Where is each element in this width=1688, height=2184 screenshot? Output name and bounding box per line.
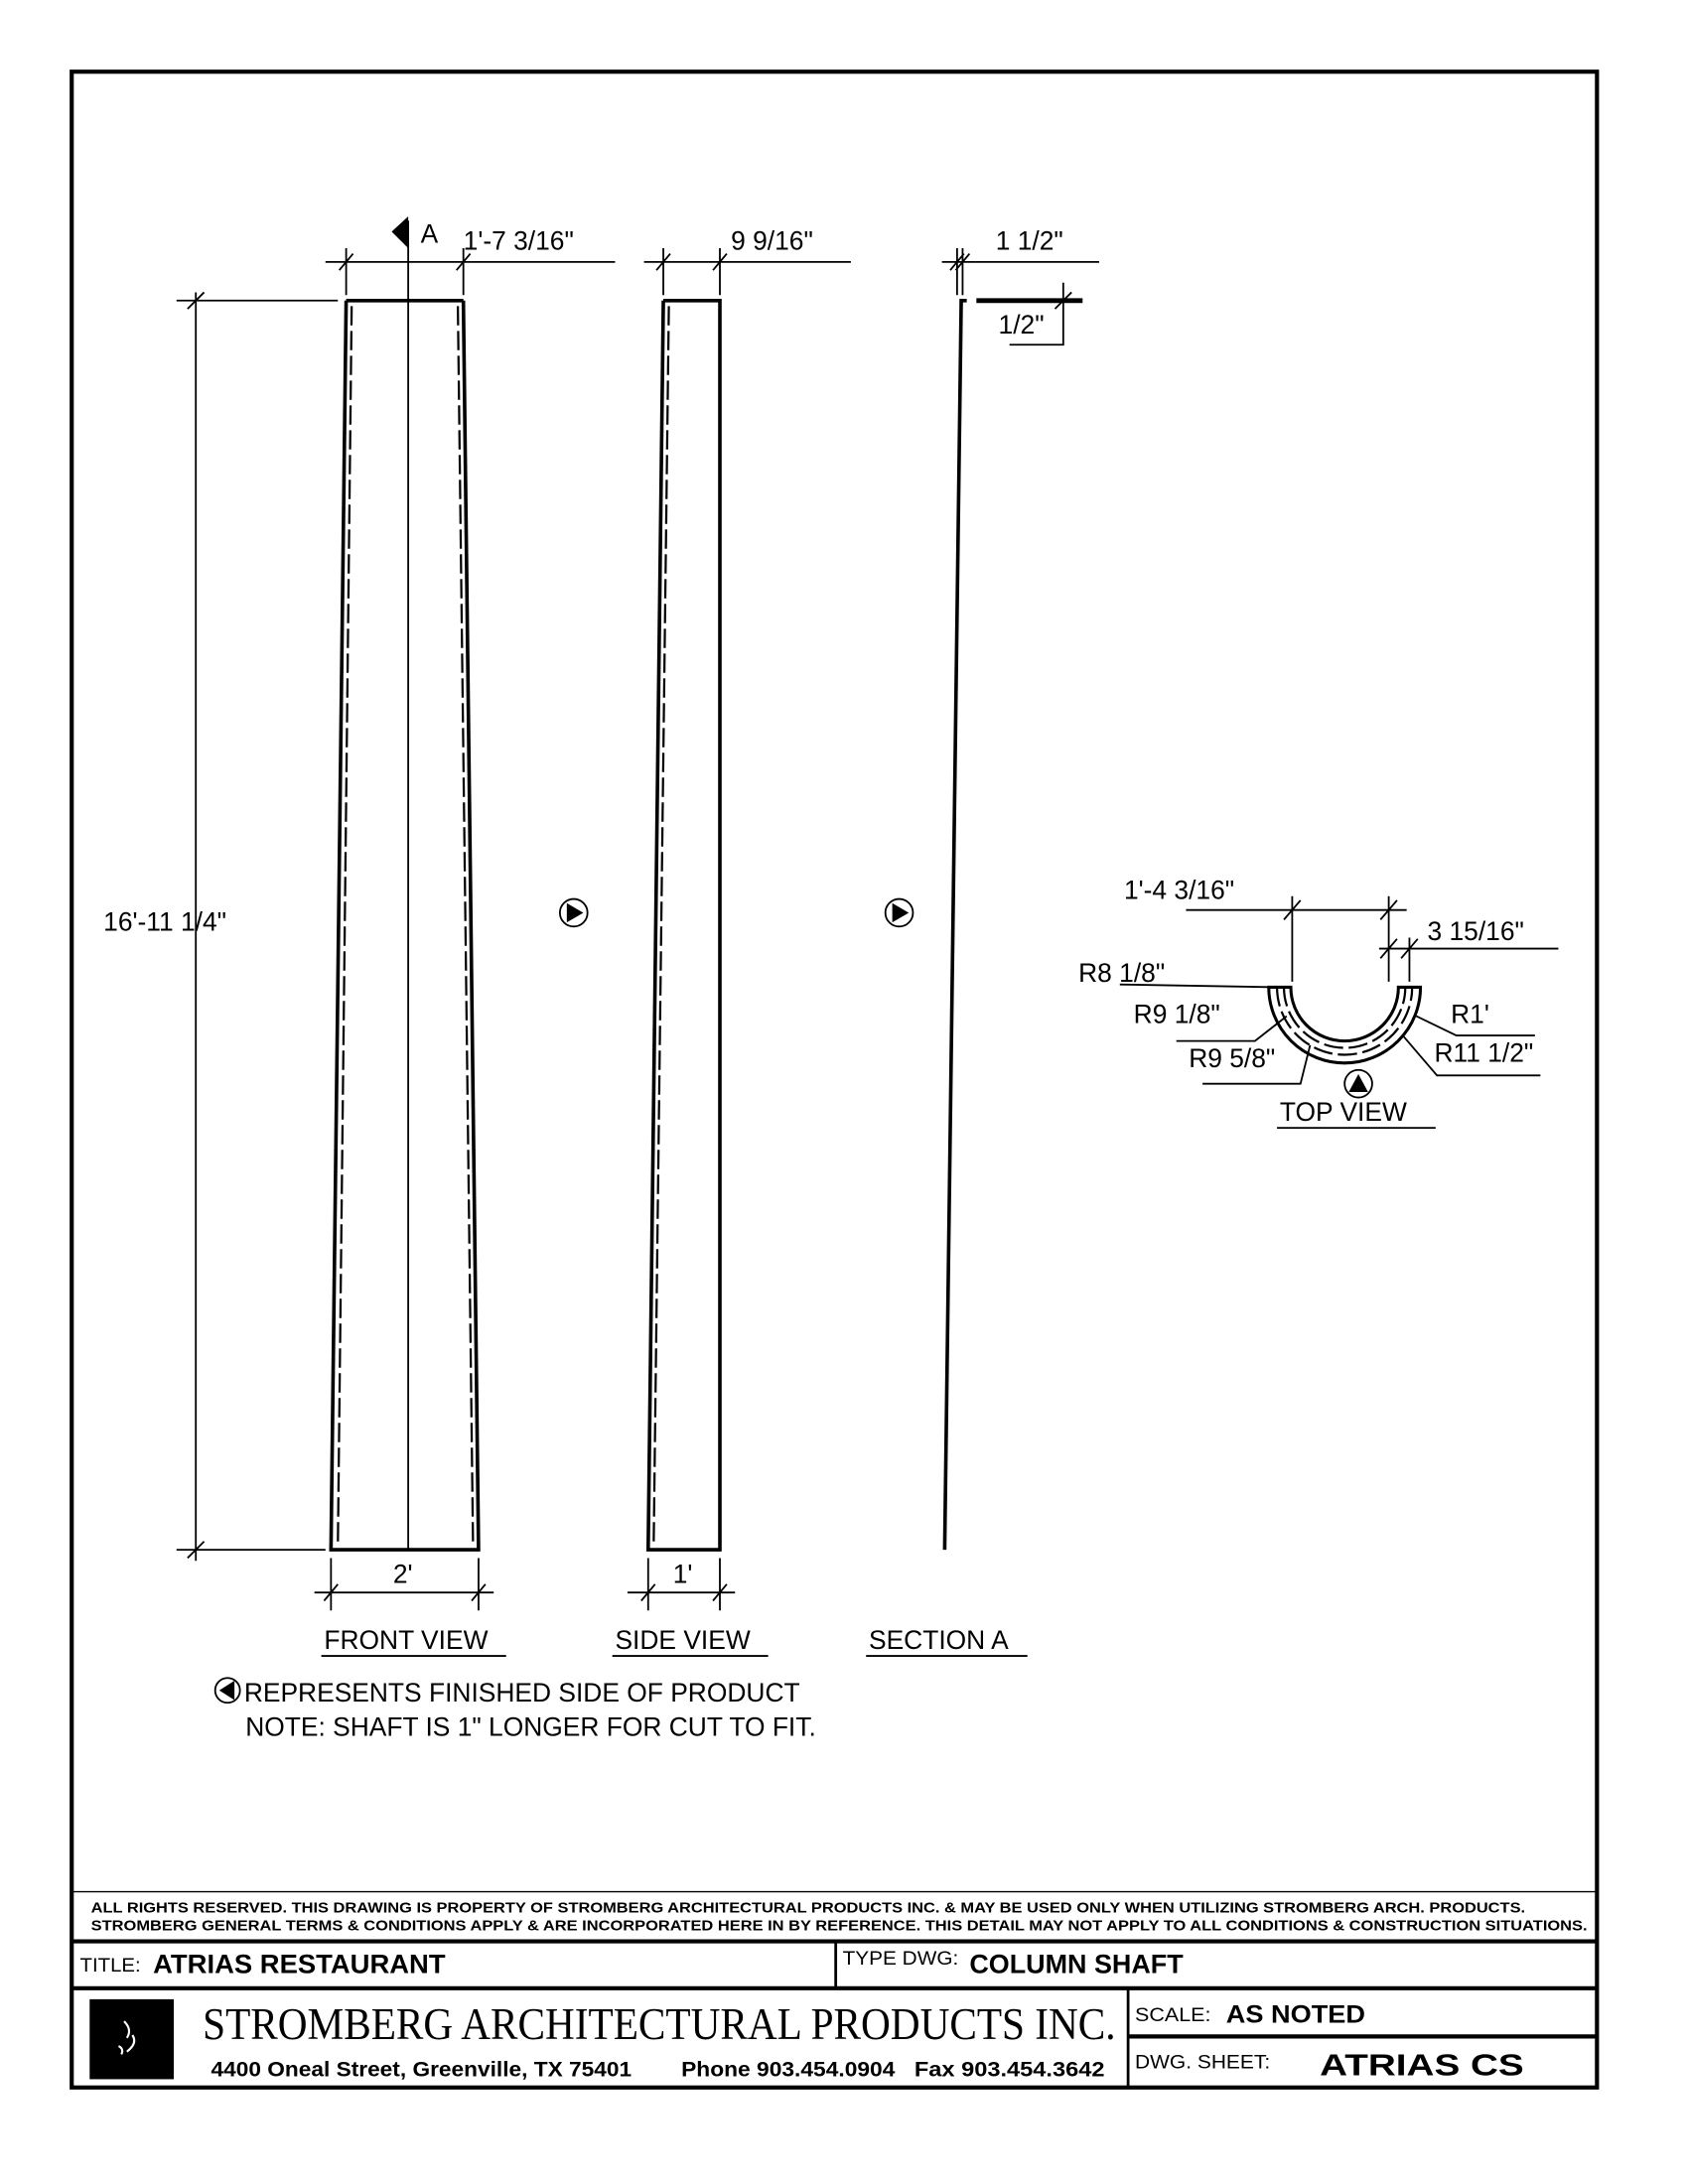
finished-side-icon xyxy=(558,897,589,928)
company-fax: Fax 903.454.3642 xyxy=(914,2059,1105,2082)
title-value: ATRIAS RESTAURANT xyxy=(153,1950,445,1979)
title-label: TITLE: xyxy=(80,1955,141,1977)
dim-radius: R11 1/2" xyxy=(1434,1037,1533,1067)
front-view: A 1'-7 3/16" 16'-11 1/4" 2' FRONT VIEW xyxy=(103,216,616,1657)
section-arrow-icon xyxy=(391,216,409,248)
scale-value: AS NOTED xyxy=(1226,2000,1365,2028)
type-dwg-value: COLUMN SHAFT xyxy=(969,1950,1183,1979)
type-dwg-label: TYPE DWG: xyxy=(843,1948,959,1970)
dim-radius: R9 1/8" xyxy=(1134,1000,1220,1029)
dim-lip: 1/2" xyxy=(999,310,1045,340)
finished-side-icon xyxy=(884,897,914,928)
dim-wall: 3 15/16" xyxy=(1428,916,1524,946)
note-shaft-length: NOTE: SHAFT IS 1" LONGER FOR CUT TO FIT. xyxy=(245,1712,816,1742)
dim-side-bottom-width: 1' xyxy=(673,1559,693,1588)
dim-height: 16'-11 1/4" xyxy=(103,906,226,936)
disclaimer-line: STROMBERG GENERAL TERMS & CONDITIONS APP… xyxy=(91,1918,1588,1934)
dim-side-top-width: 9 9/16" xyxy=(731,225,813,255)
company-name: STROMBERG ARCHITECTURAL PRODUCTS INC. xyxy=(203,1998,1115,2049)
sheet-border xyxy=(70,69,1600,2090)
company-phone: Phone 903.454.0904 xyxy=(681,2059,896,2082)
side-view-label: SIDE VIEW xyxy=(615,1625,750,1655)
dim-radius: R9 5/8" xyxy=(1189,1043,1275,1073)
section-mark-label: A xyxy=(421,218,439,248)
top-view: 1'-4 3/16" 3 15/16" R8 1/8" R9 1/8" R9 5… xyxy=(1078,876,1559,1130)
dim-thickness: 1 1/2" xyxy=(996,225,1063,255)
company-address: 4400 Oneal Street, Greenville, TX 75401 xyxy=(211,2059,633,2082)
section-a-label: SECTION A xyxy=(869,1625,1009,1655)
company-logo xyxy=(89,1998,174,2080)
dim-radius: R1' xyxy=(1451,1000,1489,1029)
dim-top-width: 1'-7 3/16" xyxy=(464,225,574,255)
note-finished-side: REPRESENTS FINISHED SIDE OF PRODUCT xyxy=(244,1678,800,1707)
finished-side-up-icon xyxy=(1343,1068,1373,1099)
dim-radius: R8 1/8" xyxy=(1078,958,1165,988)
side-view: 9 9/16" 1' SIDE VIEW xyxy=(612,225,851,1657)
dim-bottom-width: 2' xyxy=(393,1559,413,1588)
front-view-label: FRONT VIEW xyxy=(324,1625,488,1655)
section-a: 1 1/2" 1/2" SECTION A xyxy=(866,225,1099,1657)
disclaimer-line: ALL RIGHTS RESERVED. THIS DRAWING IS PRO… xyxy=(91,1900,1525,1916)
dim-top-view-width: 1'-4 3/16" xyxy=(1124,876,1234,905)
title-block: ALL RIGHTS RESERVED. THIS DRAWING IS PRO… xyxy=(71,1890,1598,2088)
notes: REPRESENTS FINISHED SIDE OF PRODUCT NOTE… xyxy=(213,1677,816,1742)
finished-side-icon xyxy=(218,1681,235,1701)
dwg-sheet-value: ATRIAS CS xyxy=(1320,2048,1524,2082)
top-view-label: TOP VIEW xyxy=(1280,1097,1407,1127)
scale-label: SCALE: xyxy=(1135,2004,1210,2026)
dwg-sheet-label: DWG. SHEET: xyxy=(1135,2051,1270,2073)
